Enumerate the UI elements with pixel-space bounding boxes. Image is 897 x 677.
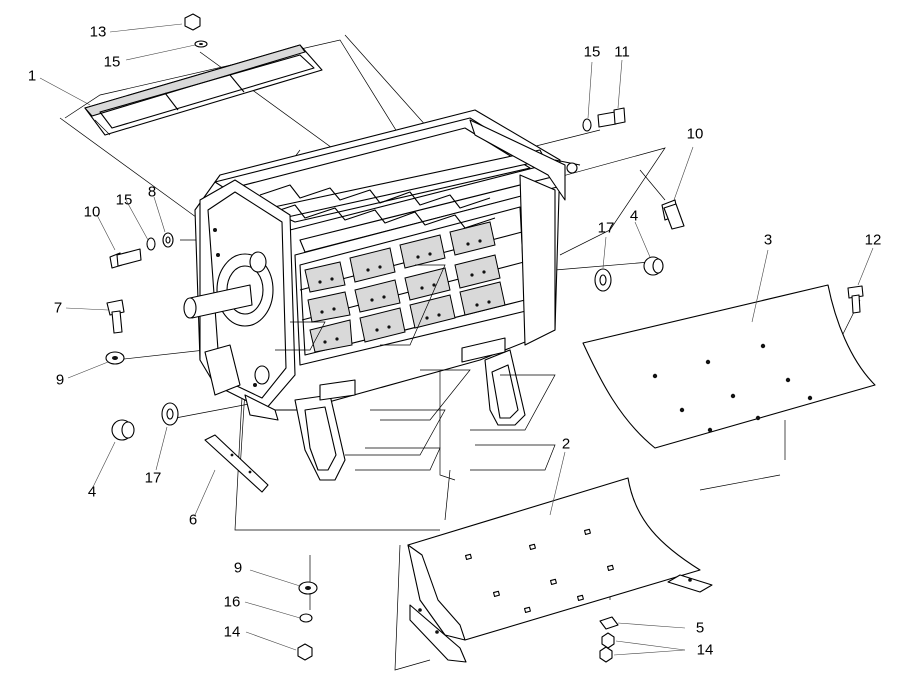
callout-8: 8	[147, 183, 157, 201]
callout-14-bottom: 14	[223, 623, 241, 641]
explode-lines	[59, 34, 861, 671]
callout-15-right: 15	[583, 43, 601, 61]
callout-13: 13	[89, 23, 107, 41]
callout-9-bottom: 9	[233, 559, 243, 577]
callout-17-left: 17	[144, 469, 162, 487]
callout-12: 12	[864, 231, 882, 249]
callout-15-left: 15	[115, 191, 133, 209]
callout-7: 7	[53, 299, 63, 317]
callout-1: 1	[27, 67, 37, 85]
callout-6: 6	[188, 511, 198, 529]
callout-10-left: 10	[83, 203, 101, 221]
leader-lines	[39, 23, 874, 656]
main-cutter-housing	[183, 109, 581, 421]
callout-11: 11	[614, 43, 630, 61]
callout-9-left: 9	[55, 371, 65, 389]
knife-sections	[304, 221, 506, 353]
drive-shaft	[183, 251, 274, 385]
callout-4-right: 4	[629, 207, 639, 225]
knife-bolts	[318, 239, 491, 344]
callout-4-left: 4	[87, 483, 97, 501]
part-1-top-cover	[84, 44, 323, 136]
rotor-teeth	[259, 184, 496, 229]
callout-14-right: 14	[696, 641, 714, 659]
callout-3: 3	[763, 231, 773, 249]
hardware	[105, 13, 864, 663]
callout-15-top: 15	[103, 53, 121, 71]
part-3-curved-screen	[582, 284, 876, 449]
callout-17-right: 17	[597, 219, 615, 237]
callout-16: 16	[223, 593, 241, 611]
part-2-bottom-screen	[407, 477, 713, 663]
callout-2: 2	[561, 435, 571, 453]
callout-5: 5	[695, 619, 705, 637]
part-6-strip	[204, 434, 269, 493]
hanging-arms	[294, 337, 526, 481]
reference-outline	[275, 264, 556, 471]
callout-10-right: 10	[686, 125, 704, 143]
